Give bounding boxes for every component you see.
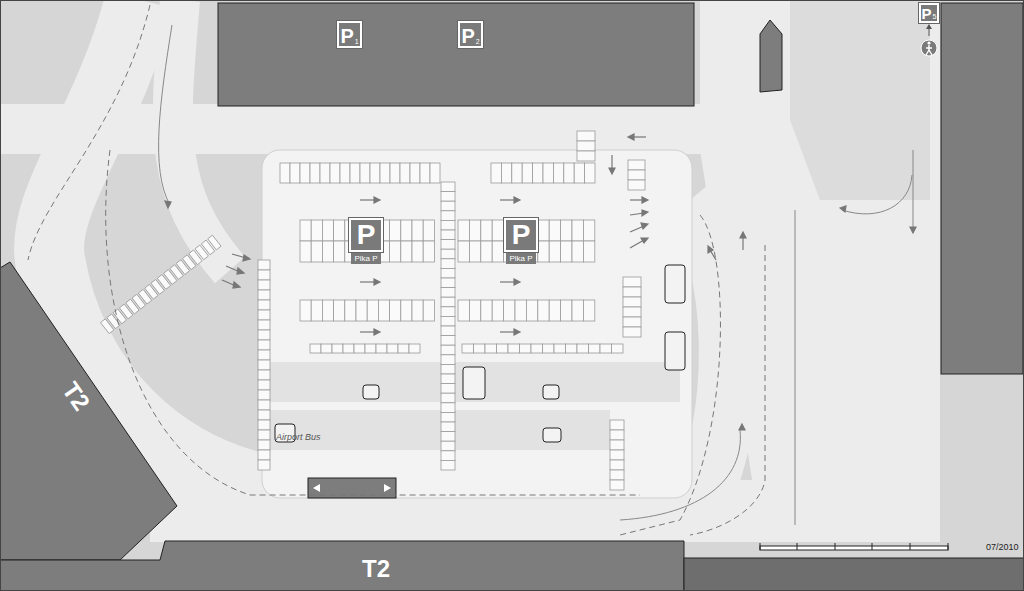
bus-stop-label: Airport Bus [276,432,321,442]
sign-letter: P [922,6,932,21]
sign-letter: P [504,218,538,252]
sign-caption: Pika P [351,253,380,264]
sign-caption: 1 [355,38,359,45]
parking-sign: P1 [337,21,362,48]
terminal-building: T2 [362,557,395,588]
sign-letter: P [349,218,383,252]
parking-sign: P5 [919,3,939,23]
sign-letter: P [461,26,474,46]
pika-parking-sign: PPika P [349,218,383,264]
parking-sign: P2 [458,21,483,48]
date-label: 07/2010 [986,542,1019,552]
building-label: T2 [362,555,390,582]
sign-caption: 5 [933,13,937,20]
sign-letter: P [340,26,353,46]
sign-caption: Pika P [506,253,535,264]
pika-parking-sign: PPika P [504,218,538,264]
sign-caption: 2 [476,38,480,45]
